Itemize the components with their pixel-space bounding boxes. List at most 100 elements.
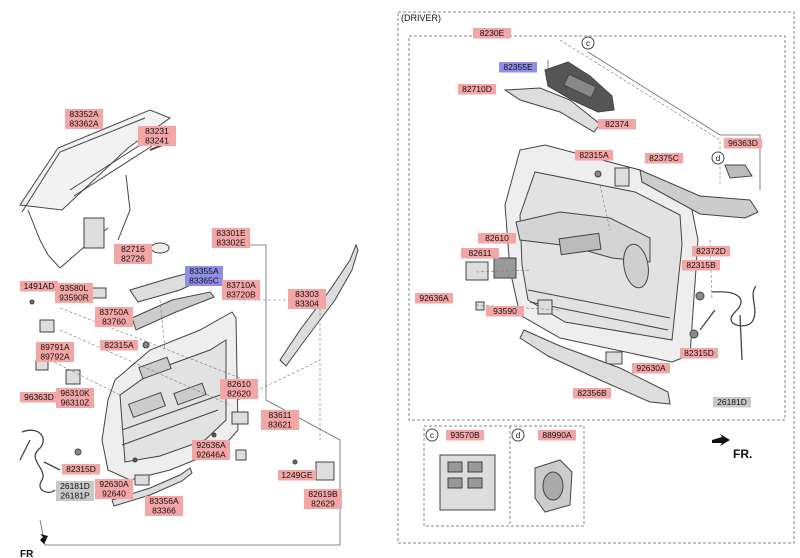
part-label-82315d-l: 82315D [62,464,100,475]
label-box [645,153,683,164]
detail-c-switch [439,454,496,511]
label-box [65,109,103,129]
detail-d-speaker [534,459,573,513]
label-text: 82356B [577,388,607,398]
label-text: 82610 [485,233,509,243]
label-text: 92636A [419,293,449,303]
label-text: 82611 [468,248,491,258]
part-label-8230e: 8230E [473,28,511,39]
left-door-trim-panel [101,311,239,481]
label-box [304,489,342,509]
driver-wiring-harness [699,285,757,361]
label-box [212,228,250,248]
label-text: 83356A [149,496,179,506]
part-label-82372d: 82372D [692,246,730,257]
label-box [458,84,496,95]
label-box [446,430,484,441]
label-text: 83365C [189,276,219,286]
label-box [724,138,762,149]
label-text: 96310K [60,388,90,398]
label-box [56,388,94,408]
part-label-1249ge: 1249GE [278,470,316,481]
part-label-82315b: 82315B [682,260,720,271]
driver-small-trim-parts [465,164,759,365]
label-text: 82375C [649,153,679,163]
svg-text:FR.: FR. [733,447,752,461]
driver-outline-lines [547,51,761,190]
driver-header: (DRIVER) [401,13,441,23]
label-box [575,150,613,161]
part-label-82374: 82374 [598,119,636,130]
driver-panel-frame [397,11,795,544]
part-label-82611: 82611 [461,248,499,259]
label-text: 92646A [196,450,226,460]
label-text: 88990A [542,430,572,440]
label-box [222,280,260,300]
left-small-parts [29,287,335,486]
part-label-82610-r: 82610 [478,233,516,244]
label-text: 83303 [295,289,319,299]
left-frame-outline [39,244,341,546]
label-box [20,392,58,403]
svg-text:d: d [516,431,520,440]
label-box [713,397,751,408]
label-box [145,496,183,516]
label-text: 82315A [104,340,134,350]
left-wiring-harness [19,429,61,494]
label-box [692,246,730,257]
label-box [288,289,326,309]
label-text: 82716 [121,244,145,254]
callout-d-top: d [711,151,725,165]
label-box [632,363,670,374]
callout-d-detail: d [511,428,525,442]
label-box [682,260,720,271]
label-text: 96310Z [61,398,90,408]
svg-text:d: d [716,154,720,163]
label-text: 89791A [40,342,70,352]
label-box [278,470,316,481]
label-box [56,481,94,501]
label-text: 26181P [60,491,90,501]
label-box [185,266,223,286]
part-label-82710d: 82710D [458,84,496,95]
fr-arrow-right: FR. [712,434,752,461]
label-text: 26181D [60,481,90,491]
label-box [415,293,453,304]
label-text: 93590R [59,293,89,303]
label-box [486,306,524,317]
label-box [138,126,176,146]
label-box [499,62,537,73]
label-text: 82629 [311,499,335,509]
detail-frame [423,425,585,527]
label-text: 83611 [268,410,291,420]
label-text: 92640 [102,489,126,499]
svg-text:c: c [586,39,590,48]
label-text: 83301E [216,228,246,238]
label-text: 83750A [99,307,129,317]
label-box [20,281,58,292]
callout-c-detail: c [425,428,439,442]
label-text: 83231 [145,126,169,136]
driver-door-trim-panel [504,144,699,363]
part-labels: 83352A83362A8323183241827168272683301E83… [20,28,762,516]
label-text: 83621 [268,420,292,430]
label-box [573,388,611,399]
part-label-92630a-r: 92630A [632,363,670,374]
part-label-26181d-r: 26181D [713,397,751,408]
driver-inner-frame [408,35,786,421]
label-box [62,464,100,475]
label-text: 82315D [684,348,714,358]
part-label-82315d-r: 82315D [680,348,718,359]
part-label-92636a-r: 92636A [415,293,453,304]
part-label-1491ad: 1491AD [20,281,58,292]
label-text: 1249GE [281,470,313,480]
label-text: 93570B [450,430,480,440]
label-text: 83362A [69,119,99,129]
